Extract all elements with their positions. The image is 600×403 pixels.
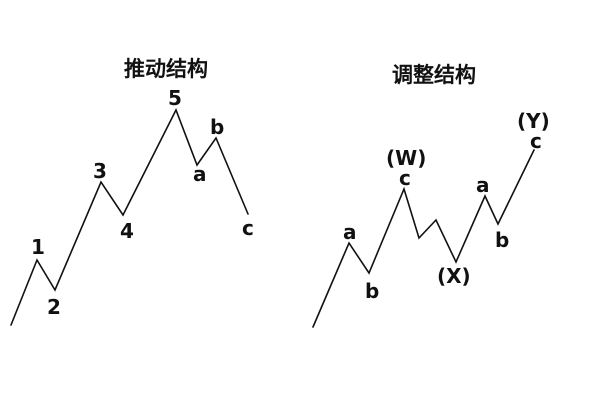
correction-wave-a-label: a [343, 220, 357, 244]
impulse-structure: 推动结构 1 2 3 4 5 a b c [10, 57, 254, 326]
impulse-title: 推动结构 [124, 57, 208, 81]
correction-title: 调整结构 [392, 63, 476, 87]
correction-wave-w-label: (W) [386, 146, 426, 170]
correction-wave-y-label: (Y) [517, 109, 550, 133]
impulse-wave-c-label: c [242, 216, 254, 240]
impulse-wave-2-label: 2 [47, 295, 61, 319]
correction-wave-c2-label: c [530, 129, 542, 153]
impulse-wave-b-label: b [210, 115, 224, 139]
correction-wave-line [312, 149, 535, 328]
impulse-wave-4-label: 4 [120, 219, 134, 243]
impulse-wave-3-label: 3 [93, 159, 107, 183]
correction-structure: 调整结构 a b c (W) (X) a b c (Y) [312, 63, 550, 328]
correction-wave-b2-label: b [495, 228, 509, 252]
correction-wave-a2-label: a [476, 173, 490, 197]
correction-wave-b-label: b [365, 279, 379, 303]
impulse-wave-a-label: a [193, 162, 207, 186]
impulse-wave-5-label: 5 [168, 86, 182, 110]
correction-wave-x-label: (X) [437, 264, 471, 288]
impulse-wave-line [10, 108, 249, 326]
impulse-wave-1-label: 1 [31, 235, 45, 259]
correction-wave-c-label: c [399, 166, 411, 190]
